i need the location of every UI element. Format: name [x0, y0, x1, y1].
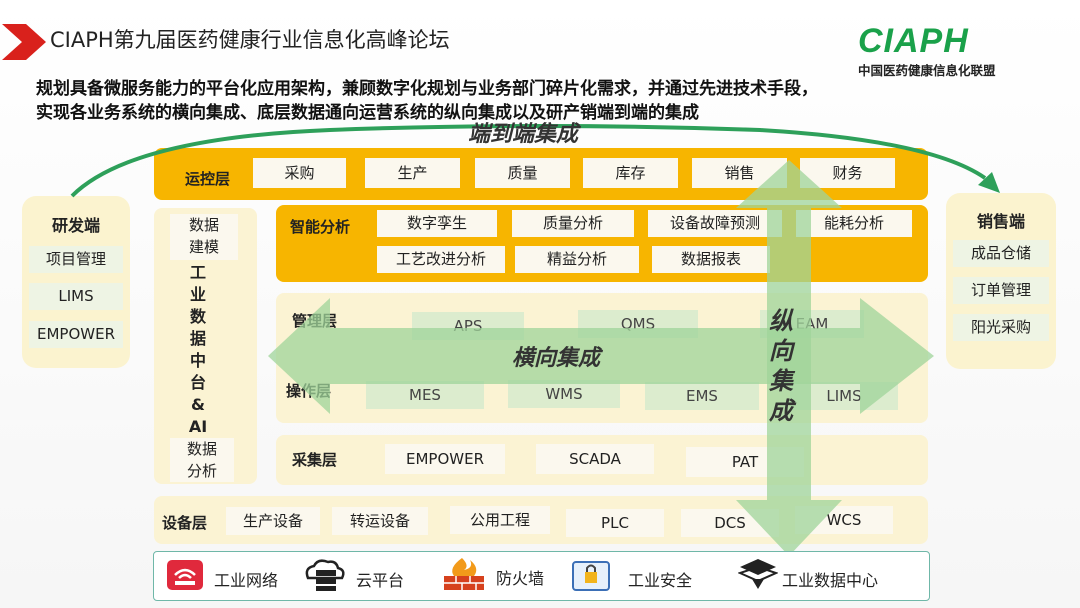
vertical-char: 业 — [189, 285, 206, 304]
firewall-icon — [444, 558, 484, 590]
vertical-label-char: 向 — [769, 337, 793, 365]
analysis-item: 能耗分析 — [796, 210, 912, 237]
ops-layer-label: 运控层 — [185, 170, 231, 188]
network-icon — [167, 560, 203, 590]
device-layer-label: 设备层 — [162, 514, 208, 532]
management-item: QMS — [578, 310, 698, 338]
data-modeling-chip: 数据 建模 — [170, 214, 238, 260]
vertical-char: 据 — [189, 329, 206, 348]
collection-item: EMPOWER — [385, 444, 505, 474]
collection-item: SCADA — [536, 444, 654, 474]
industrial-security-icon — [572, 561, 610, 591]
analysis-item: 工艺改进分析 — [377, 246, 505, 273]
collection-item: PAT — [686, 447, 804, 477]
ops-item: 采购 — [253, 158, 346, 188]
ops-item: 库存 — [583, 158, 678, 188]
rnd-item: 项目管理 — [29, 246, 123, 273]
vertical-char: 工 — [189, 263, 206, 282]
cloud-platform-icon — [305, 559, 345, 591]
data-analysis-text: 分析 — [186, 462, 217, 480]
logo: CIAPH — [858, 22, 969, 60]
vertical-char: 数 — [189, 307, 206, 326]
horizontal-integration-label: 横向集成 — [512, 346, 601, 371]
description-line-2: 实现各业务系统的横向集成、底层数据通向运营系统的纵向集成以及研产销端到端的集成 — [36, 103, 699, 123]
data-modeling-text: 数据 — [188, 216, 219, 234]
device-item: 转运设备 — [332, 507, 428, 535]
vertical-label-char: 集 — [769, 367, 793, 395]
page-title: CIAPH第九届医药健康行业信息化高峰论坛 — [50, 28, 450, 52]
rnd-item: EMPOWER — [29, 321, 123, 348]
infrastructure-strip — [153, 551, 930, 601]
device-item: PLC — [566, 509, 664, 537]
footer-item: 工业数据中心 — [782, 571, 879, 590]
ops-item: 质量 — [475, 158, 570, 188]
vertical-label-char: 成 — [769, 397, 793, 425]
analysis-layer-label: 智能分析 — [290, 218, 351, 236]
collection-layer-label: 采集层 — [292, 451, 338, 469]
management-layer-label: 管理层 — [292, 312, 338, 330]
data-center-icon — [738, 559, 778, 589]
footer-item: 防火墙 — [496, 569, 545, 588]
logo-subtitle: 中国医药健康信息化联盟 — [858, 63, 996, 78]
device-item: DCS — [681, 509, 779, 537]
vertical-char: AI — [188, 417, 208, 436]
end-to-end-arrowhead-icon — [978, 172, 1000, 193]
data-analysis-chip: 数据 分析 — [170, 438, 234, 482]
operation-item: EMS — [645, 382, 759, 410]
sales-item: 成品仓储 — [953, 240, 1049, 267]
description-line-1: 规划具备微服务能力的平台化应用架构，兼顾数字化规划与业务部门碎片化需求，并通过先… — [36, 79, 818, 99]
footer-item: 工业网络 — [214, 571, 279, 590]
footer-item: 云平台 — [356, 571, 405, 590]
analysis-item: 数字孪生 — [377, 210, 497, 237]
rnd-title: 研发端 — [51, 216, 100, 235]
device-item: 公用工程 — [450, 506, 550, 534]
header-arrow-icon — [2, 24, 46, 60]
end-to-end-label: 端到端集成 — [468, 122, 579, 147]
ops-item: 销售 — [692, 158, 787, 188]
analysis-item: 设备故障预测 — [648, 210, 782, 237]
ops-item: 财务 — [800, 158, 895, 188]
operation-item: WMS — [508, 380, 620, 408]
vertical-char: & — [191, 395, 205, 414]
device-item: 生产设备 — [226, 507, 320, 535]
analysis-item: 质量分析 — [512, 210, 634, 237]
ops-item: 生产 — [365, 158, 460, 188]
management-item: APS — [412, 312, 524, 340]
data-analysis-text: 数据 — [186, 440, 217, 458]
industrial-data-platform-label: 工 业 数 据 中 台 & AI — [186, 262, 210, 438]
sales-title: 销售端 — [976, 212, 1025, 231]
sales-item: 订单管理 — [953, 277, 1049, 304]
data-modeling-text: 建模 — [188, 238, 219, 256]
rnd-item: LIMS — [29, 283, 123, 310]
vertical-char: 台 — [189, 373, 206, 392]
device-item: WCS — [795, 506, 893, 534]
analysis-item: 精益分析 — [515, 246, 639, 273]
vertical-label-char: 纵 — [769, 307, 793, 335]
operation-layer-label: 操作层 — [286, 382, 332, 400]
footer-item: 工业安全 — [628, 571, 693, 590]
analysis-item: 数据报表 — [652, 246, 770, 273]
sales-item: 阳光采购 — [953, 314, 1049, 341]
vertical-integration-label: 纵 向 集 成 — [766, 306, 796, 426]
operation-item: LIMS — [790, 382, 898, 410]
vertical-char: 中 — [189, 351, 206, 370]
operation-item: MES — [366, 381, 484, 409]
